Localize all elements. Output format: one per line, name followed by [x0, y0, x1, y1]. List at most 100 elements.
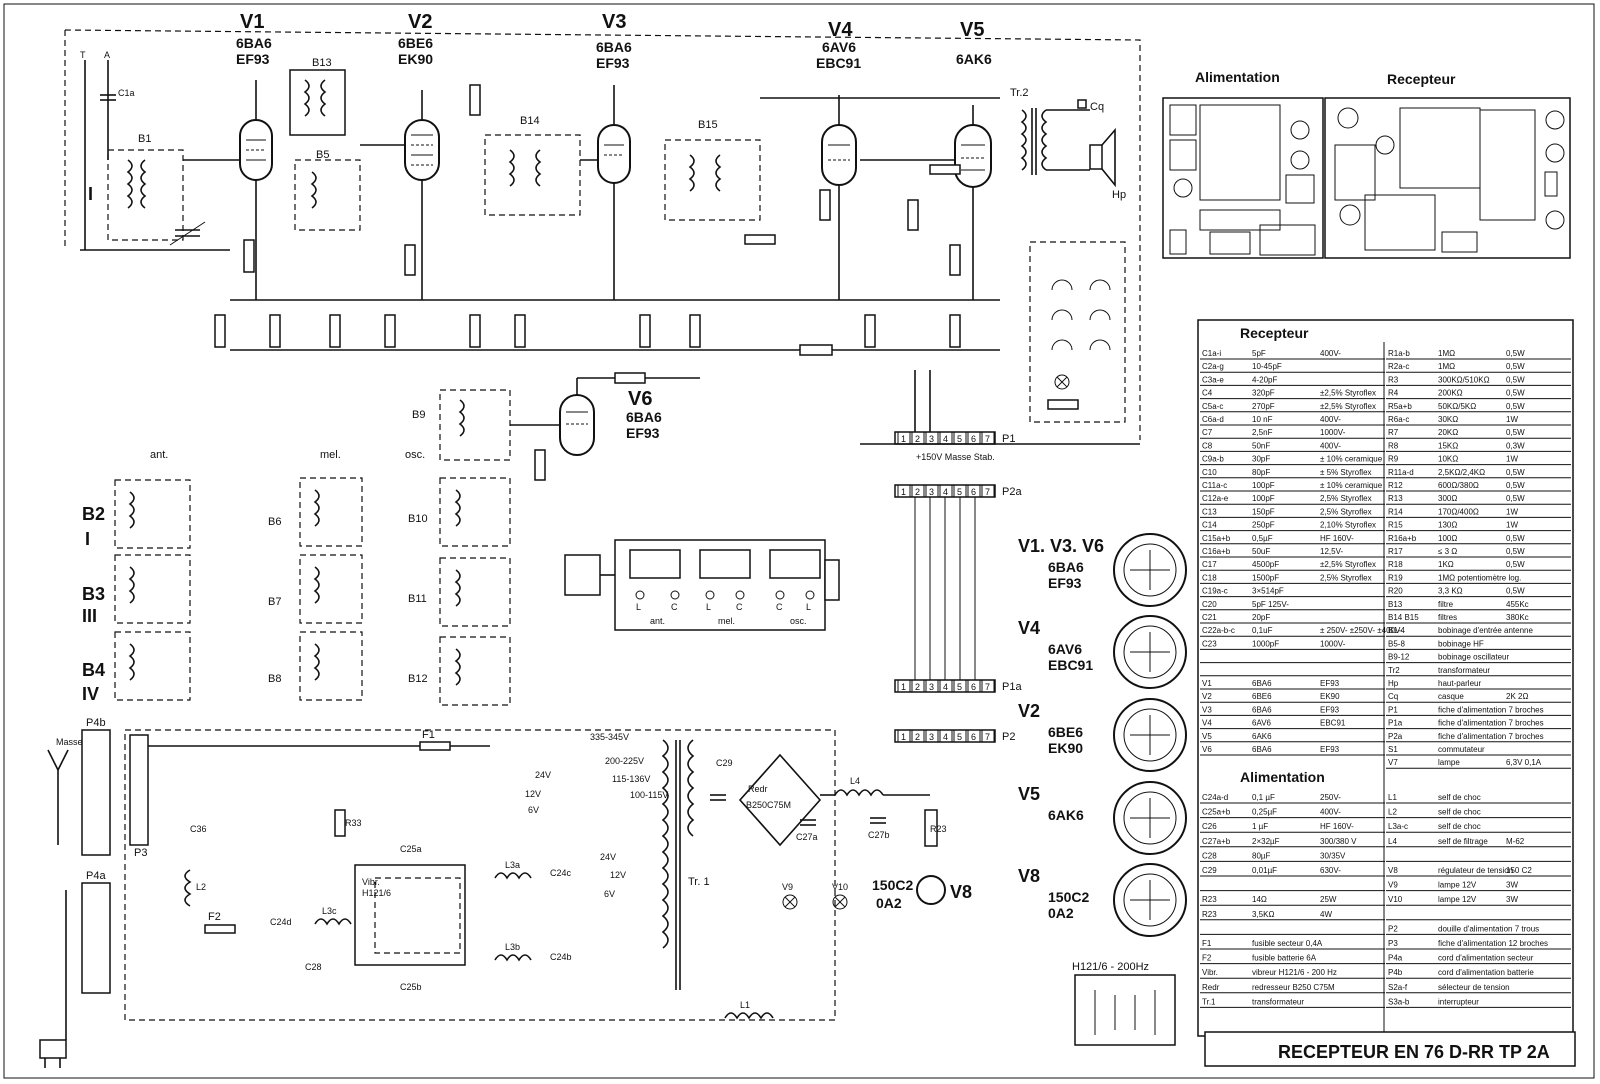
- table-cell-rating: 0,5W: [1506, 389, 1525, 398]
- tube-v5-type1: 6AK6: [956, 51, 992, 67]
- table-cell-ref: R23: [1202, 895, 1217, 904]
- table-cell-ref: C18: [1202, 573, 1217, 582]
- table-cell-ref: R11a-d: [1388, 468, 1414, 477]
- connector-pin-number: 3: [929, 434, 934, 444]
- table-cell-ref: C19a-c: [1202, 587, 1228, 596]
- table-cell-value: 3,3 KΩ: [1438, 587, 1463, 596]
- connector-pin-number: 4: [943, 434, 948, 444]
- table-cell-ref: F1: [1202, 939, 1212, 948]
- table-cell-ref: C28: [1202, 851, 1217, 860]
- table-cell-rating: 1W: [1506, 521, 1518, 530]
- table-cell-ref: V4: [1202, 719, 1212, 728]
- receiver-section: T A C1a B1 I V1 6BA6 EF93: [64, 11, 1141, 440]
- table-cell-ref: V2: [1202, 692, 1212, 701]
- socket-label-id: V8: [1018, 866, 1040, 886]
- label-band-4: IV: [82, 684, 99, 704]
- connector-p4a: [81, 882, 111, 994]
- drawing-title: RECEPTEUR EN 76 D-RR TP 2A: [1278, 1042, 1550, 1062]
- table-cell-ref: C10: [1202, 468, 1217, 477]
- table-cell-rating: 0,3W: [1506, 441, 1525, 450]
- label-vibr-type: H121/6: [362, 888, 391, 898]
- coil-b13: B13: [289, 57, 346, 136]
- svg-text:P1: P1: [1002, 433, 1015, 445]
- tube-v2-type1: 6BE6: [398, 35, 433, 51]
- table-cell-value: 10-45pF: [1252, 362, 1282, 371]
- table-cell-rating: 0,5W: [1506, 402, 1525, 411]
- table-cell-ref: R6a-c: [1388, 415, 1409, 424]
- table-cell-value: lampe 12V: [1438, 881, 1477, 890]
- table-cell-rating: ± 10% ceramique: [1320, 455, 1383, 464]
- label-c24c: C24c: [550, 868, 572, 878]
- table-cell-value: 1MΩ: [1438, 362, 1455, 371]
- coil-b15: B15: [664, 119, 761, 221]
- label-h121: H121/6 - 200Hz: [1072, 961, 1149, 973]
- passive-components: [214, 84, 961, 356]
- label-v8: V8: [950, 882, 972, 902]
- label-l4: L4: [850, 776, 860, 786]
- table-cell-value: 600Ω/380Ω: [1438, 481, 1479, 490]
- dial-label-ant: ant.: [650, 616, 665, 626]
- dial-label-l3: L: [806, 602, 811, 612]
- connector-p1: P1 +150V Masse Stab.: [894, 431, 1015, 462]
- label-p4b: P4b: [86, 717, 106, 729]
- table-cell-value: 6BA6: [1252, 745, 1272, 754]
- table-cell-rating: 0,5W: [1506, 375, 1525, 384]
- table-cell-value: filtre: [1438, 600, 1454, 609]
- label-redr: Redr: [748, 784, 768, 794]
- table-cell-ref: C1a-i: [1202, 349, 1221, 358]
- table-cell-ref: P1: [1388, 705, 1398, 714]
- table-cell-value: 50uF: [1252, 547, 1270, 556]
- table-cell-ref: C16a+b: [1202, 547, 1231, 556]
- table-cell-value: 10 nF: [1252, 415, 1273, 424]
- table-cell-value: 270pF: [1252, 402, 1275, 411]
- table-cell-value: 30KΩ: [1438, 415, 1458, 424]
- lamp-v10-icon: [832, 894, 848, 910]
- table-cell-rating: ±2,5% Styroflex: [1320, 402, 1376, 411]
- table-cell-ref: C26: [1202, 822, 1217, 831]
- table-cell-ref: R7: [1388, 428, 1399, 437]
- connector-pin: [925, 679, 939, 693]
- table-cell-value: 320pF: [1252, 389, 1275, 398]
- tube-v1: V1 6BA6 EF93: [183, 11, 273, 300]
- table-cell-rating: 30/35V: [1320, 851, 1346, 860]
- table-cell-ref: V9: [1388, 881, 1398, 890]
- tube-v3-type2: EF93: [596, 55, 630, 71]
- table-cell-value: douille d'alimentation 7 trous: [1438, 924, 1539, 933]
- tube-v4-id: V4: [828, 19, 853, 41]
- tube-v2-type2: EK90: [398, 51, 433, 67]
- table-cell-ref: C27a+b: [1202, 837, 1231, 846]
- socket-label-id: V2: [1018, 701, 1040, 721]
- socket-label-type1: 6AV6: [1048, 641, 1082, 657]
- table-cell-rating: 300/380 V: [1320, 837, 1357, 846]
- table-cell-ref: V10: [1388, 895, 1403, 904]
- tube-v1-id: V1: [240, 11, 264, 33]
- tube-v2-id: V2: [408, 11, 432, 33]
- label-tap-335: 335-345V: [590, 732, 629, 742]
- table-cell-ref: Tr.1: [1202, 997, 1216, 1006]
- table-cell-value: 30pF: [1252, 455, 1270, 464]
- table-cell-ref: L3a-c: [1388, 822, 1408, 831]
- cap-c19a: [169, 221, 206, 246]
- label-f2: F2: [208, 911, 221, 923]
- table-cell-ref: C29: [1202, 866, 1217, 875]
- coil-b5: B5: [294, 149, 361, 231]
- tube-v3-id: V3: [602, 11, 626, 33]
- label-l1: L1: [740, 1000, 750, 1010]
